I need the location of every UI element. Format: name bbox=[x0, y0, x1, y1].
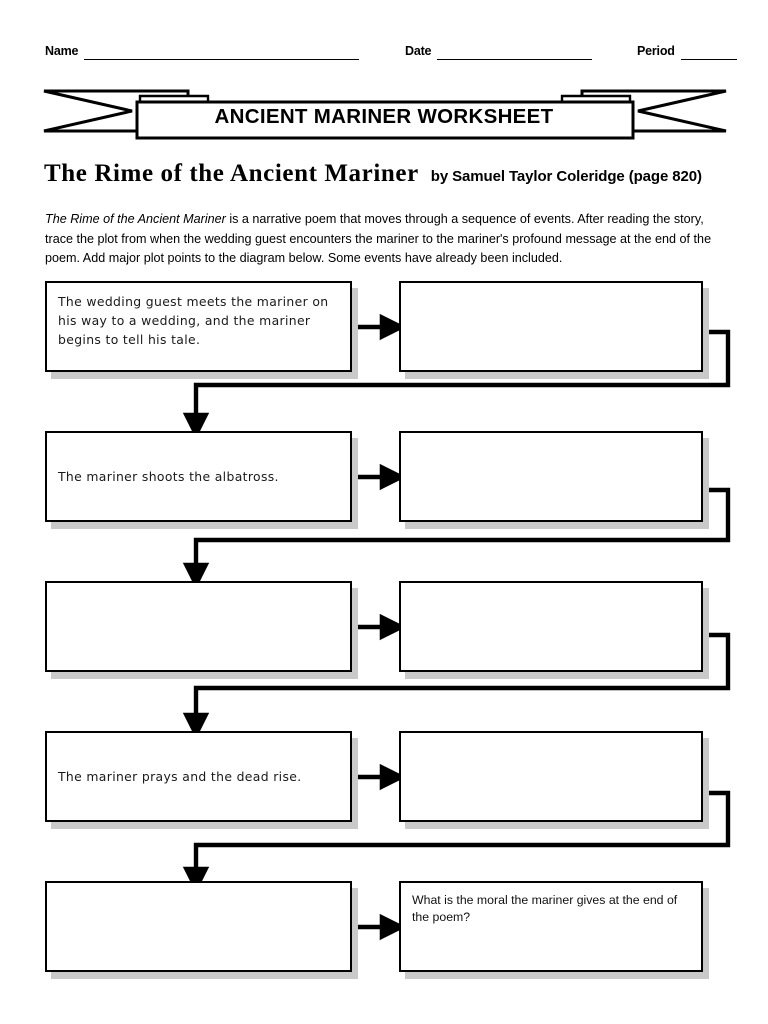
page-title: The Rime of the Ancient Mariner by Samuel… bbox=[44, 160, 744, 190]
plot-box-row2-left-content: The mariner shoots the albatross. bbox=[58, 433, 340, 520]
plot-box-row3-left[interactable] bbox=[45, 581, 352, 672]
plot-box-row3-left-content bbox=[58, 583, 340, 670]
date-label: Date bbox=[405, 44, 432, 58]
instructions-body: is a narrative poem that moves through a… bbox=[45, 212, 712, 265]
plot-box-row4-left-content: The mariner prays and the dead rise. bbox=[58, 733, 340, 820]
connector-row3-to-row4 bbox=[182, 632, 731, 740]
date-field-group: Date bbox=[405, 44, 593, 60]
poem-title: The Rime of the Ancient Mariner bbox=[44, 160, 419, 187]
name-write-line[interactable] bbox=[84, 46, 360, 60]
instructions-paragraph: The Rime of the Ancient Mariner is a nar… bbox=[45, 210, 733, 269]
name-field-group: Name bbox=[45, 44, 360, 60]
plot-box-row5-left-content bbox=[58, 883, 340, 970]
connector-row1-to-row2 bbox=[182, 329, 731, 440]
plot-box-row4-left-text: The mariner prays and the dead rise. bbox=[58, 769, 302, 784]
plot-box-row1-left-text: The wedding guest meets the mariner on h… bbox=[58, 294, 329, 347]
plot-box-row1-right-content bbox=[412, 283, 691, 370]
ribbon-center-plate bbox=[135, 100, 635, 140]
period-field-group: Period bbox=[637, 44, 737, 60]
plot-box-row4-left[interactable]: The mariner prays and the dead rise. bbox=[45, 731, 352, 822]
plot-box-row1-left[interactable]: The wedding guest meets the mariner on h… bbox=[45, 281, 352, 372]
plot-box-row3-right[interactable] bbox=[399, 581, 703, 672]
plot-box-row2-left-text: The mariner shoots the albatross. bbox=[58, 469, 279, 484]
banner-title: ANCIENT MARINER WORKSHEET bbox=[214, 105, 554, 128]
plot-box-row5-right-text: What is the moral the mariner gives at t… bbox=[412, 893, 678, 924]
plot-box-row5-left[interactable] bbox=[45, 881, 352, 972]
poem-byline: by Samuel Taylor Coleridge (page 820) bbox=[430, 168, 702, 185]
plot-box-row2-left[interactable]: The mariner shoots the albatross. bbox=[45, 431, 352, 522]
plot-box-row2-right[interactable] bbox=[399, 431, 703, 522]
instructions-italic-title: The Rime of the Ancient Mariner bbox=[45, 212, 226, 226]
plot-box-row2-right-content bbox=[412, 433, 691, 520]
plot-box-row4-right-content bbox=[412, 733, 691, 820]
period-label: Period bbox=[637, 44, 675, 58]
plot-box-row3-right-content bbox=[412, 583, 691, 670]
period-write-line[interactable] bbox=[680, 46, 737, 60]
connector-row2-to-row3 bbox=[182, 487, 731, 590]
connector-row4-to-row5 bbox=[182, 790, 731, 894]
plot-box-row1-right[interactable] bbox=[399, 281, 703, 372]
student-info-header: Name Date Period bbox=[45, 44, 737, 66]
ribbon-banner-shape bbox=[43, 89, 727, 140]
name-label: Name bbox=[45, 44, 79, 58]
plot-box-row5-right[interactable]: What is the moral the mariner gives at t… bbox=[399, 881, 703, 972]
plot-box-row1-left-content: The wedding guest meets the mariner on h… bbox=[58, 283, 340, 370]
plot-box-row4-right[interactable] bbox=[399, 731, 703, 822]
date-write-line[interactable] bbox=[437, 46, 593, 60]
ribbon-banner bbox=[40, 84, 730, 146]
plot-box-row5-right-content: What is the moral the mariner gives at t… bbox=[412, 883, 691, 970]
